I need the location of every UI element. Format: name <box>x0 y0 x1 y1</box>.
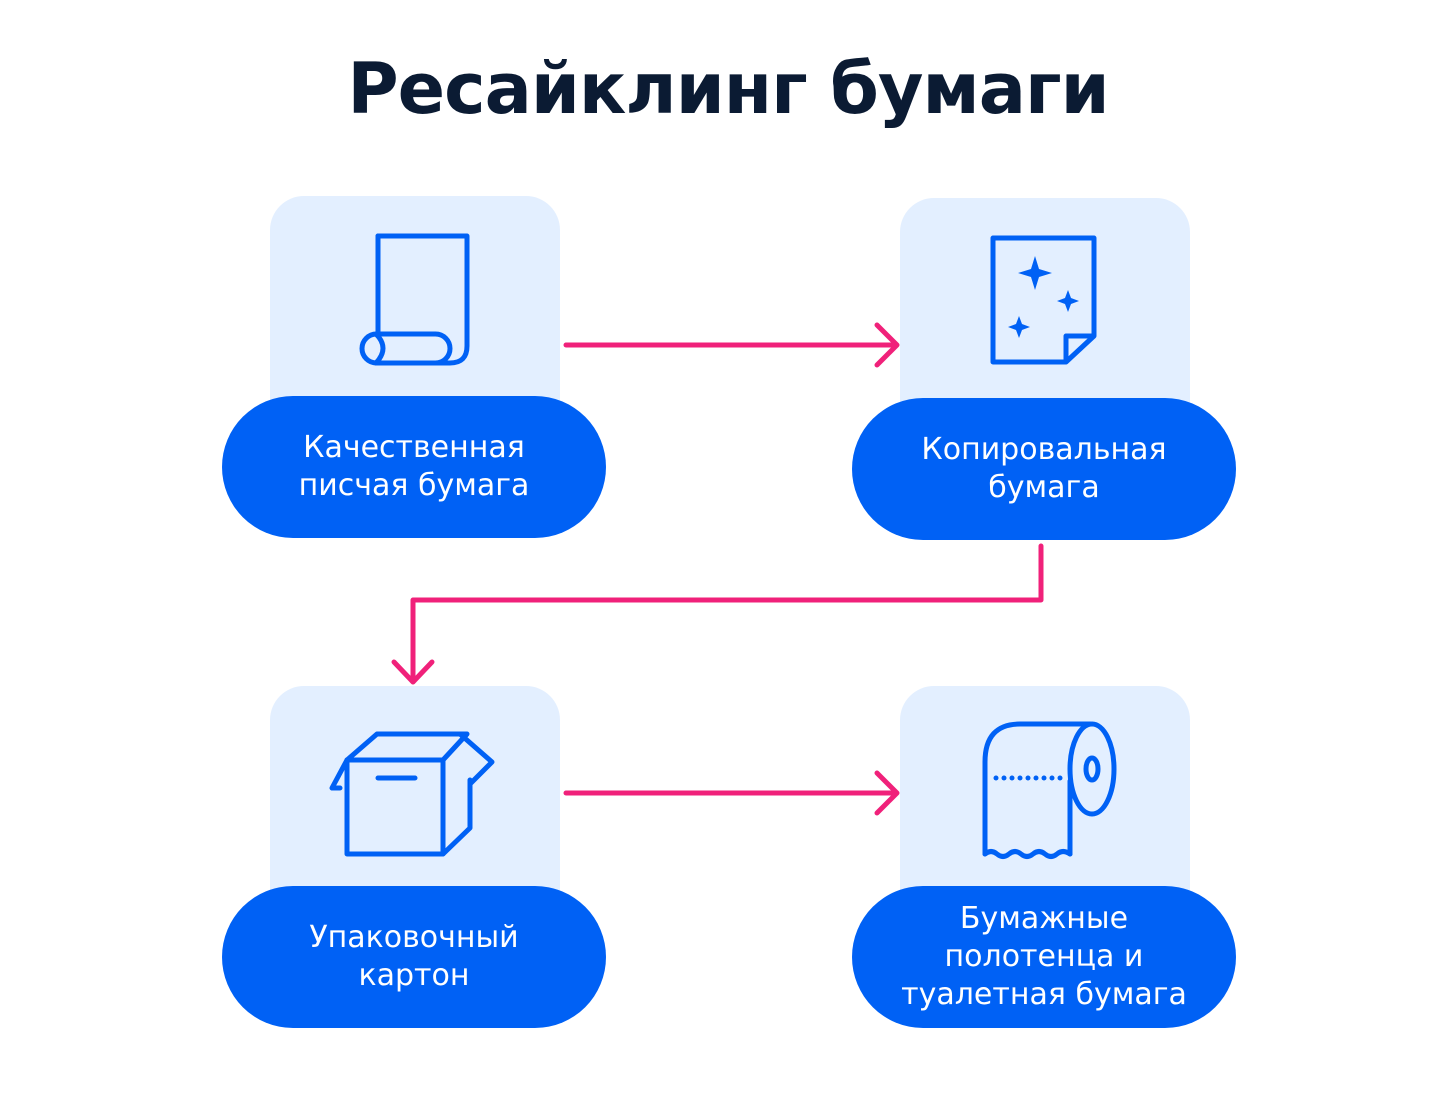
paper-scroll-icon <box>359 233 470 366</box>
arrow-step2-to-step3 <box>391 543 1044 685</box>
step-label-copy-paper: Копировальная бумага <box>852 398 1236 540</box>
toilet-paper-roll-icon <box>982 721 1117 859</box>
arrow-step1-to-step2 <box>563 322 900 368</box>
step-label-cardboard: Упаковочный картон <box>222 886 606 1028</box>
copy-paper-sparkle-icon <box>990 235 1097 365</box>
arrow-step3-to-step4 <box>563 770 900 816</box>
page-title: Ресайклинг бумаги <box>347 48 1109 130</box>
step-label-writing-paper: Качественная писчая бумага <box>222 396 606 538</box>
step-label-tissue-paper: Бумажные полотенца и туалетная бумага <box>852 886 1236 1028</box>
cardboard-box-icon <box>329 731 495 857</box>
